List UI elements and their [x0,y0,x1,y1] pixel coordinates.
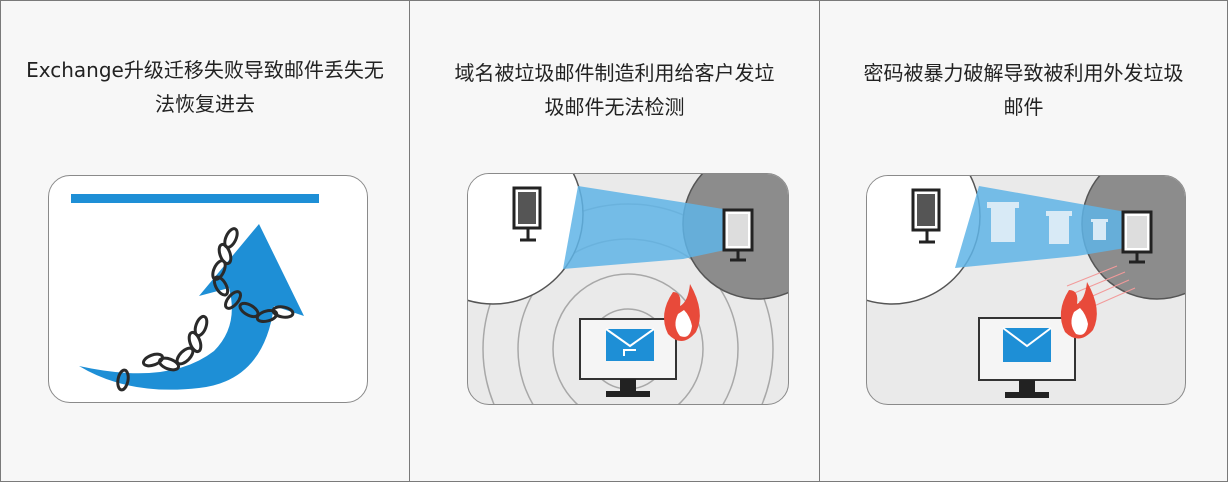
panel-caption: 域名被垃圾邮件制造利用给客户发垃 圾邮件无法检测 [410,56,819,124]
caption-line-2: 法恢复进去 [155,92,255,116]
caption-line-2: 邮件 [1003,95,1044,119]
caption-line-1: 域名被垃圾邮件制造利用给客户发垃 [454,61,775,85]
caption-line-1: 密码被暴力破解导致被利用外发垃圾 [863,61,1184,85]
panel-caption: Exchange升级迁移失败导致邮件丢失无 法恢复进去 [1,53,409,121]
brute-force-illustration [867,176,1185,398]
spam-broadcast-illustration [468,174,788,404]
monitor-icon [722,208,754,262]
caption-line-1: Exchange升级迁移失败导致邮件丢失无 [26,58,384,82]
monitor-icon [1121,210,1153,264]
up-arrow-icon [79,224,304,390]
illustration-card [467,173,789,405]
flame-icon [664,284,700,342]
flame-icon [1060,282,1097,339]
panel-migration-failure: Exchange升级迁移失败导致邮件丢失无 法恢复进去 [1,1,410,481]
illustration-card [866,175,1186,405]
mail-stream [563,186,753,269]
monitor-icon [911,188,941,244]
panel-caption: 密码被暴力破解导致被利用外发垃圾 邮件 [820,56,1227,124]
illustration-card [48,175,368,403]
chain-icon [116,227,295,392]
trash-icon [987,202,1108,244]
computer-monitor-icon [978,317,1076,398]
panel-domain-spam: 域名被垃圾邮件制造利用给客户发垃 圾邮件无法检测 [410,1,820,481]
panel-brute-force: 密码被暴力破解导致被利用外发垃圾 邮件 [820,1,1227,481]
broken-chain-arrow-illustration [71,194,319,392]
caption-line-2: 圾邮件无法检测 [544,95,685,119]
top-bar [71,194,319,203]
monitor-icon [512,186,542,242]
computer-monitor-icon [579,318,677,397]
